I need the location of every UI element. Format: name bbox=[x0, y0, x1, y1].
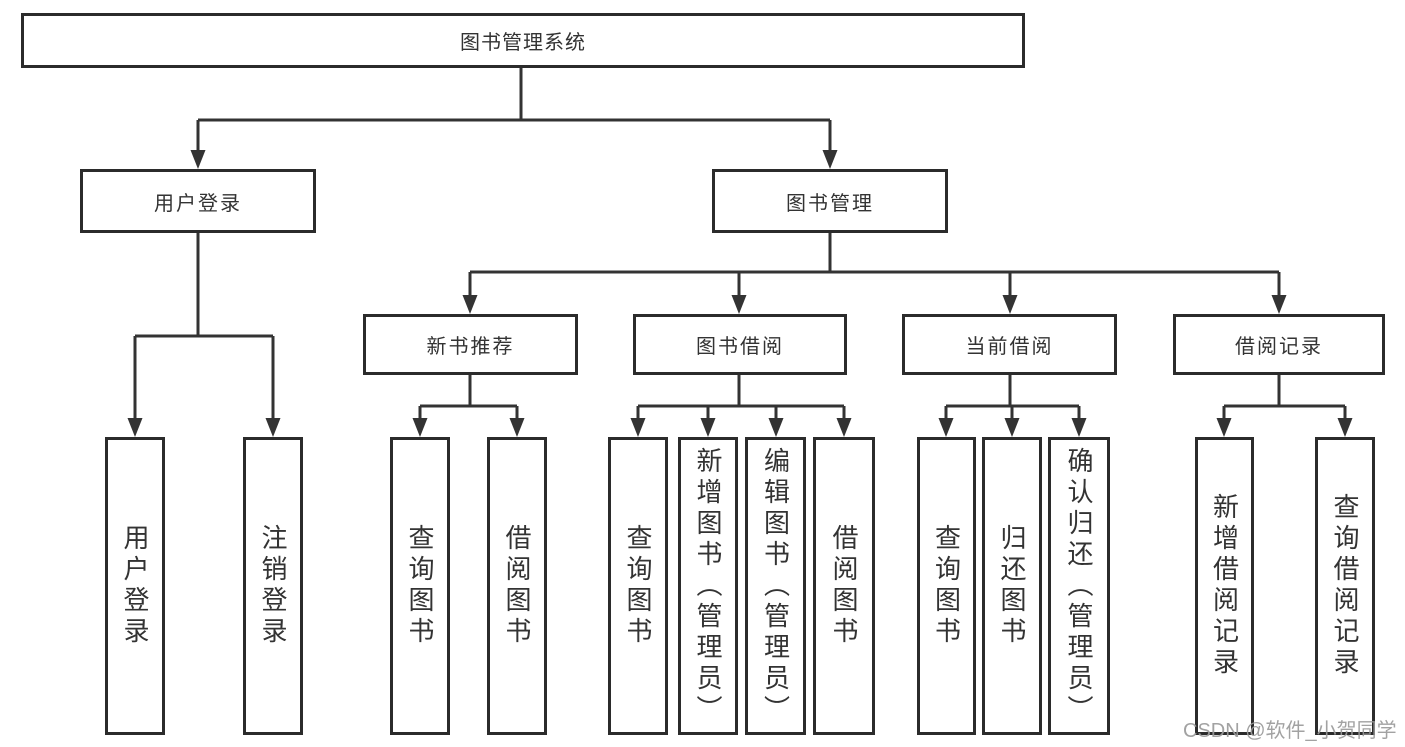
node-label: 用户登录 bbox=[154, 192, 242, 215]
node-book-borrowing: 图书借阅 bbox=[633, 314, 847, 375]
leaf-query-books-recommend: 查询图书 bbox=[390, 437, 450, 735]
node-label: 借阅图书 bbox=[829, 524, 859, 648]
node-library-management-system: 图书管理系统 bbox=[21, 13, 1025, 68]
leaf-borrow-books: 借阅图书 bbox=[813, 437, 875, 735]
node-label: 查询借阅记录 bbox=[1330, 493, 1360, 679]
leaf-logout: 注销登录 bbox=[243, 437, 303, 735]
node-new-book-recommendation: 新书推荐 bbox=[363, 314, 578, 375]
node-book-management: 图书管理 bbox=[712, 169, 948, 233]
node-label: 新增借阅记录 bbox=[1209, 493, 1240, 679]
node-label: 借阅图书 bbox=[502, 524, 532, 648]
leaf-borrow-books-recommend: 借阅图书 bbox=[487, 437, 547, 735]
leaf-query-books-borrowing: 查询图书 bbox=[608, 437, 668, 735]
leaf-query-books-current: 查询图书 bbox=[917, 437, 976, 735]
node-label: 借阅记录 bbox=[1235, 336, 1323, 358]
leaf-query-borrow-record: 查询借阅记录 bbox=[1315, 437, 1375, 735]
node-label: 查询图书 bbox=[931, 524, 962, 648]
node-label: 注销登录 bbox=[258, 524, 288, 648]
node-user-login: 用户登录 bbox=[80, 169, 316, 233]
node-label: 新增图书（管理员） bbox=[693, 446, 723, 726]
leaf-edit-books-admin: 编辑图书（管理员） bbox=[745, 437, 806, 735]
node-borrowing-records: 借阅记录 bbox=[1173, 314, 1385, 375]
leaf-user-login: 用户登录 bbox=[105, 437, 165, 735]
node-label: 图书管理系统 bbox=[460, 32, 586, 54]
node-label: 查询图书 bbox=[623, 524, 653, 648]
node-current-borrowing: 当前借阅 bbox=[902, 314, 1117, 375]
csdn-watermark: CSDN @软件_小贺同学 bbox=[1183, 720, 1397, 742]
leaf-add-books-admin: 新增图书（管理员） bbox=[678, 437, 738, 735]
node-label: 确认归还（管理员） bbox=[1064, 446, 1094, 726]
leaf-add-borrow-record: 新增借阅记录 bbox=[1195, 437, 1254, 735]
node-label: 归还图书 bbox=[997, 524, 1027, 648]
node-label: 当前借阅 bbox=[965, 336, 1054, 358]
node-label: 图书借阅 bbox=[696, 336, 784, 358]
node-label: 编辑图书（管理员） bbox=[760, 446, 791, 726]
node-label: 图书管理 bbox=[786, 192, 874, 215]
node-label: 用户登录 bbox=[120, 524, 150, 648]
node-label: 新书推荐 bbox=[426, 336, 515, 358]
leaf-confirm-return-admin: 确认归还（管理员） bbox=[1048, 437, 1110, 735]
leaf-return-books: 归还图书 bbox=[982, 437, 1042, 735]
node-label: 查询图书 bbox=[405, 524, 435, 648]
